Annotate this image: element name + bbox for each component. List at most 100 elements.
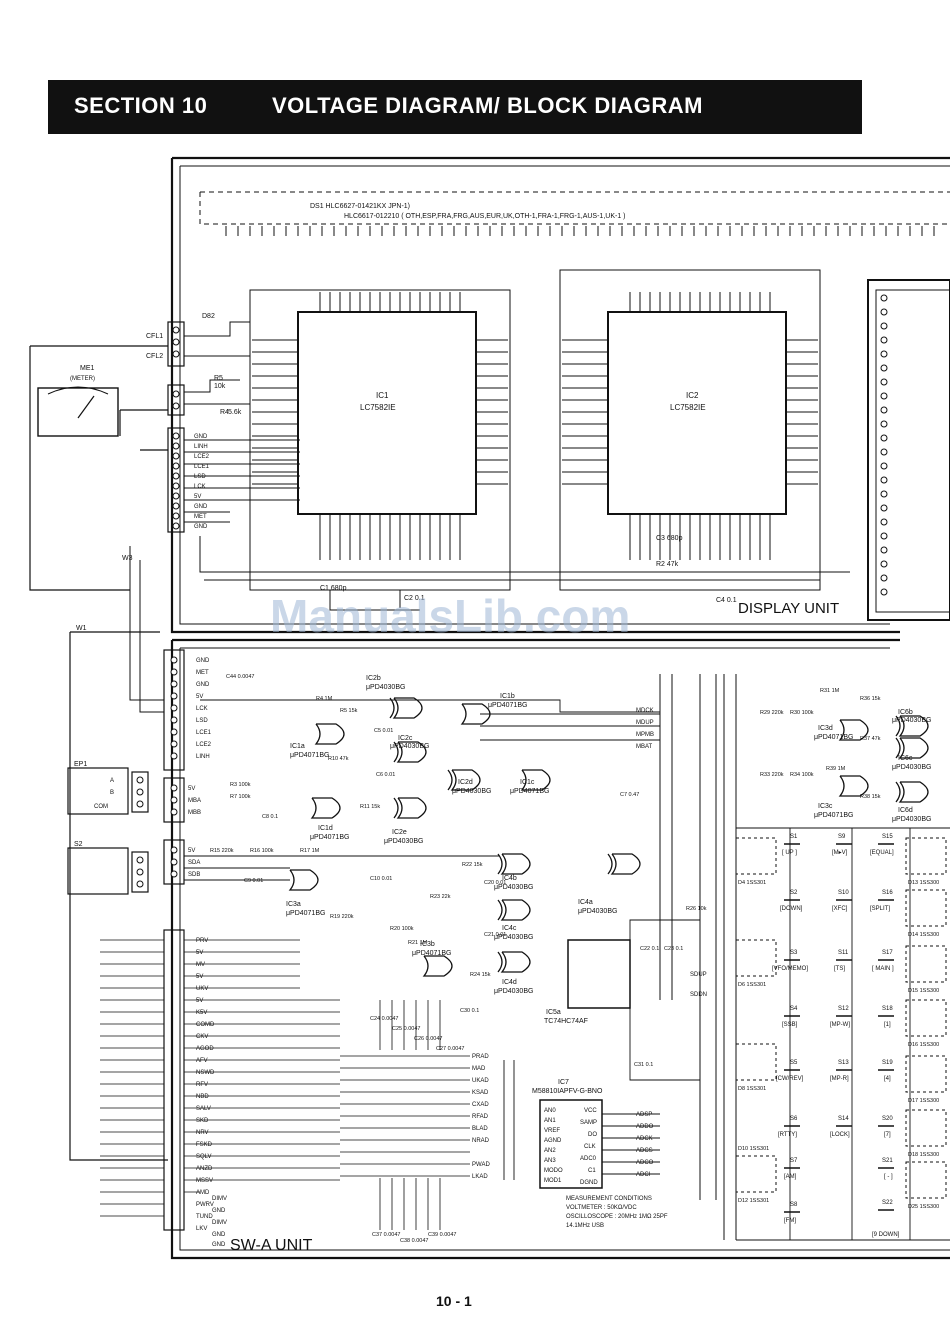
s2-encoder-label: S2 [74, 841, 83, 848]
page-number: 10 - 1 [436, 1293, 472, 1309]
ic7-pin: SAMP [580, 1120, 597, 1126]
mux-signal: KSAD [472, 1090, 489, 1096]
ic7-pin: DO [588, 1132, 597, 1138]
switch-name: S10 [838, 890, 849, 896]
ic7-pin: AGND [544, 1138, 562, 1144]
watermark-text: ManualsLib.com [270, 590, 630, 642]
switch-name: S17 [882, 950, 893, 956]
j6-pin: AMD [196, 1190, 210, 1196]
j1-pin: GND [194, 434, 208, 440]
capacitor-label: C9 0.01 [244, 878, 263, 884]
resistor-label: R19 220k [330, 914, 354, 920]
j5-pin: LCK [196, 706, 208, 712]
ic-part: μPD4071BG [814, 734, 853, 741]
j6-pin: GND [212, 1232, 226, 1238]
p1-pin: B [110, 790, 114, 796]
switch-label: [SSB] [782, 1022, 798, 1028]
ic-part: TC74HC74AF [544, 1018, 588, 1025]
j1-pin: 5V [194, 494, 201, 500]
meter-name: ME1 [80, 365, 95, 372]
j1-pin: LINH [194, 444, 208, 450]
ic-part: μPD4071BG [290, 752, 329, 759]
j6-pin: NSWD [196, 1070, 215, 1076]
ic7-pin: MODO [544, 1168, 563, 1174]
ic7-pin: AN0 [544, 1108, 556, 1114]
switch-name: S13 [838, 1060, 849, 1066]
capacitor-label: C23 0.1 [664, 946, 683, 952]
ic-part: μPD4071BG [310, 834, 349, 841]
cfl1-label: CFL1 [146, 333, 163, 340]
p1-pin: A [110, 778, 114, 784]
j6-pin: ANZD [196, 1166, 213, 1172]
mux-signal: MAD [472, 1066, 486, 1072]
ic-part: μPD4030BG [366, 684, 405, 691]
capacitor-label: C26 0.0047 [414, 1036, 442, 1042]
j6-pin: AFV [196, 1058, 208, 1064]
ic-label: IC4b [502, 875, 517, 882]
adc-output: ADCO [636, 1160, 654, 1166]
j6-pin: AGOD [196, 1046, 214, 1052]
switch-name: S5 [790, 1060, 798, 1066]
j5-pin: LINH [196, 754, 210, 760]
ic7-part: M58810IAPFV-G-BNO [532, 1088, 603, 1095]
switch-name: S16 [882, 890, 893, 896]
j1-pin: LCE1 [194, 464, 210, 470]
mux-signal: UKAD [472, 1078, 489, 1084]
r5-label: R5 [214, 375, 223, 382]
diode-label: D14 1SS300 [908, 932, 939, 938]
resistor-label: R22 15k [462, 862, 483, 868]
ic7-pin: VREF [544, 1128, 560, 1134]
meter-label: (METER) [70, 376, 95, 382]
j5-pin: LCE1 [196, 730, 212, 736]
j1-pin: LCE2 [194, 454, 210, 460]
j6-pin: MSSV [196, 1178, 213, 1184]
r4-label: R4 [220, 409, 229, 416]
c1-label: C1 680p [320, 585, 347, 592]
j6-pin: PRV [196, 938, 208, 944]
capacitor-label: C44 0.0047 [226, 674, 254, 680]
diode-label: D10 1SS301 [738, 1146, 769, 1152]
section-title: VOLTAGE DIAGRAM/ BLOCK DIAGRAM [272, 93, 703, 118]
capacitor-label: C8 0.1 [262, 814, 278, 820]
switch-name: S9 [838, 834, 846, 840]
mcu-signal: MDUP [636, 720, 654, 726]
switch-label: [VFO/MEMO] [772, 966, 808, 972]
capacitor-label: C10 0.01 [370, 876, 392, 882]
ic7-pin: ADC0 [580, 1156, 597, 1162]
j1-pin: LCK [194, 484, 206, 490]
switch-label: [M▸V] [832, 850, 848, 856]
switch-label: [LOCK] [830, 1132, 850, 1138]
resistor-label: R17 1M [300, 848, 320, 854]
ic-part: μPD4030BG [494, 934, 533, 941]
switch-name: S6 [790, 1116, 798, 1122]
j3-pin: SDA [188, 860, 200, 866]
ic-part: μPD4071BG [286, 910, 325, 917]
ic-label: IC4c [502, 925, 517, 932]
ic-label: IC1b [500, 693, 515, 700]
ic-part: μPD4030BG [494, 988, 533, 995]
resistor-label: R21 1M [408, 940, 428, 946]
measurement-line: 14.1MHz USB [566, 1223, 604, 1229]
switch-name: S12 [838, 1006, 849, 1012]
ic-part: μPD4030BG [578, 908, 617, 915]
capacitor-label: C37 0.0047 [372, 1232, 400, 1238]
resistor-label: R23 22k [430, 894, 451, 900]
ic2-part: LC7582IE [670, 403, 706, 412]
j6-pin: GND [212, 1242, 226, 1248]
ic-label: IC2c [398, 735, 413, 742]
diode-label: D8 1SS301 [738, 1086, 766, 1092]
switch-label: [ - ] [884, 1174, 893, 1180]
ic7-pin: C1 [588, 1168, 596, 1174]
j5-pin: 5V [196, 694, 203, 700]
switch-name: S20 [882, 1116, 893, 1122]
adc-output: ADCS [636, 1148, 653, 1154]
diode-label: D12 1SS301 [738, 1198, 769, 1204]
j2-pin: 5V [188, 786, 195, 792]
cfl2-label: CFL2 [146, 353, 163, 360]
ic-label: IC3d [818, 725, 833, 732]
switch-name: S14 [838, 1116, 849, 1122]
switch-name: S1 [790, 834, 798, 840]
ic-label: IC1a [290, 743, 305, 750]
j6-pin: DIMV [212, 1220, 227, 1226]
